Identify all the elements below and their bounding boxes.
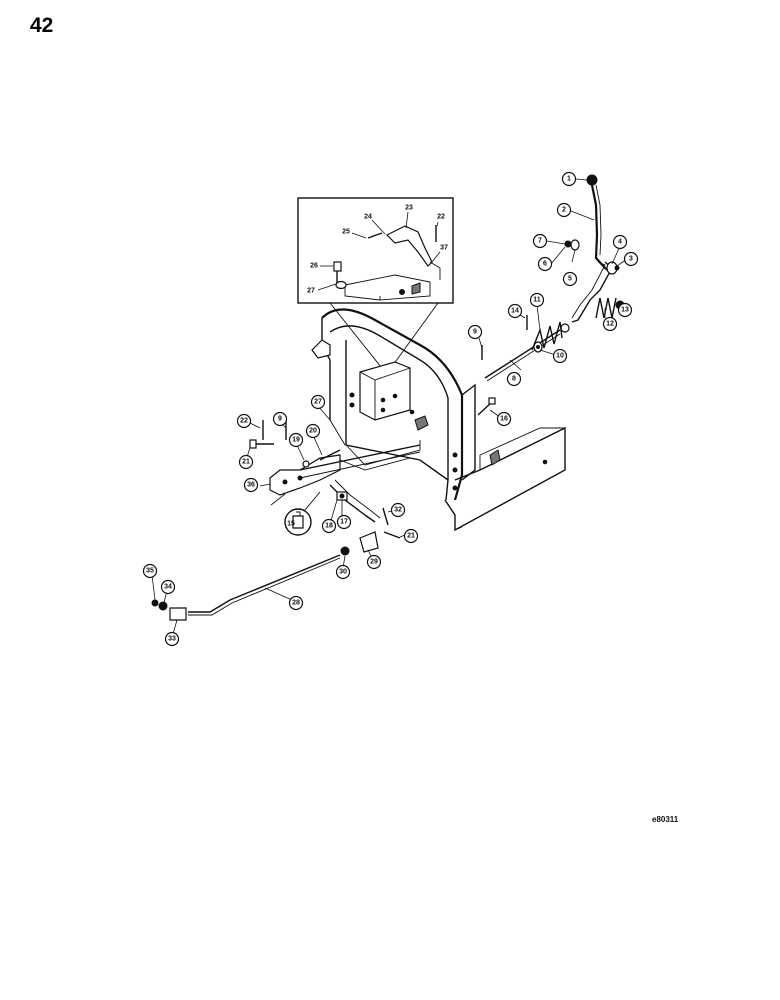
svg-text:5: 5 — [568, 276, 572, 283]
callout-9-lower: 9 — [272, 411, 288, 427]
svg-text:22: 22 — [240, 418, 248, 425]
callout-13: 13 — [617, 302, 633, 318]
callout-23: 23 — [405, 205, 413, 212]
callout-15: 15 — [287, 521, 295, 528]
callout-37: 37 — [440, 245, 448, 252]
bolt-16 — [477, 397, 496, 416]
callout-26: 26 — [310, 263, 318, 270]
svg-text:13: 13 — [621, 307, 629, 314]
callout-12: 12 — [602, 316, 618, 332]
svg-text:22: 22 — [437, 214, 445, 221]
figure-code: e80311 — [652, 815, 679, 824]
callout-16: 16 — [496, 411, 512, 427]
inset-detail-box — [297, 197, 454, 304]
callout-29: 29 — [366, 554, 382, 570]
callout-34: 34 — [160, 579, 176, 595]
callout-6: 6 — [537, 256, 553, 272]
callout-2: 2 — [556, 202, 572, 218]
callout-22-left: 22 — [236, 413, 252, 429]
svg-text:3: 3 — [629, 256, 633, 263]
spring-12 — [595, 297, 617, 319]
svg-text:25: 25 — [342, 229, 350, 236]
svg-text:15: 15 — [287, 521, 295, 528]
callout-32: 32 — [390, 502, 406, 518]
callout-25: 25 — [342, 229, 350, 236]
svg-text:35: 35 — [146, 568, 154, 575]
svg-text:18: 18 — [325, 523, 333, 530]
callout-21-right: 21 — [403, 528, 419, 544]
svg-text:19: 19 — [292, 437, 300, 444]
svg-text:21: 21 — [407, 533, 415, 540]
callout-8: 8 — [506, 371, 522, 387]
svg-text:9: 9 — [278, 416, 282, 423]
svg-text:6: 6 — [543, 261, 547, 268]
callout-9: 9 — [467, 324, 483, 340]
svg-text:37: 37 — [440, 245, 448, 252]
callout-14: 14 — [507, 303, 523, 319]
svg-text:34: 34 — [164, 584, 172, 591]
svg-text:28: 28 — [292, 600, 300, 607]
callout-1: 1 — [561, 171, 577, 187]
callout-28: 28 — [288, 595, 304, 611]
shift-rod-8 — [481, 315, 563, 382]
svg-text:17: 17 — [340, 519, 348, 526]
callout-27-inset: 27 — [307, 288, 315, 295]
callout-22-inset: 22 — [437, 214, 445, 221]
svg-text:21: 21 — [242, 459, 250, 466]
callout-27: 27 — [310, 394, 326, 410]
svg-text:2: 2 — [562, 207, 566, 214]
svg-text:29: 29 — [370, 559, 378, 566]
svg-text:30: 30 — [339, 569, 347, 576]
inset-leader-left — [329, 302, 386, 373]
callout-35: 35 — [142, 563, 158, 579]
svg-text:7: 7 — [538, 238, 542, 245]
callout-18: 18 — [321, 518, 337, 534]
callout-10: 10 — [552, 348, 568, 364]
callout-20: 20 — [305, 423, 321, 439]
callout-36: 36 — [243, 477, 259, 493]
callout-30: 30 — [335, 564, 351, 580]
svg-text:32: 32 — [394, 507, 402, 514]
svg-text:26: 26 — [310, 263, 318, 270]
callout-3: 3 — [623, 251, 639, 267]
callout-5: 5 — [562, 271, 578, 287]
callout-33: 33 — [164, 631, 180, 647]
callout-24: 24 — [364, 214, 372, 221]
svg-text:8: 8 — [512, 376, 516, 383]
svg-text:27: 27 — [307, 288, 315, 295]
svg-text:9: 9 — [473, 329, 477, 336]
svg-text:20: 20 — [309, 428, 317, 435]
callout-11: 11 — [529, 292, 545, 308]
svg-text:33: 33 — [168, 636, 176, 643]
svg-text:12: 12 — [606, 321, 614, 328]
svg-text:1: 1 — [567, 176, 571, 183]
svg-text:27: 27 — [314, 399, 322, 406]
lever-knob — [586, 174, 598, 186]
callout-17: 17 — [336, 514, 352, 530]
svg-text:14: 14 — [511, 308, 519, 315]
svg-text:11: 11 — [533, 297, 541, 304]
svg-text:4: 4 — [618, 239, 622, 246]
callout-19: 19 — [288, 432, 304, 448]
page-number: 42 — [30, 14, 54, 37]
svg-text:24: 24 — [364, 214, 372, 221]
inset-leader-right — [387, 302, 439, 373]
callout-7: 7 — [532, 233, 548, 249]
svg-text:16: 16 — [500, 416, 508, 423]
shift-lever-assembly — [560, 174, 625, 333]
lower-linkage — [151, 420, 421, 621]
callout-21-left: 21 — [238, 454, 254, 470]
svg-text:23: 23 — [405, 205, 413, 212]
callout-4: 4 — [612, 234, 628, 250]
svg-text:10: 10 — [556, 353, 564, 360]
console-housing — [311, 308, 566, 532]
svg-text:36: 36 — [247, 482, 255, 489]
